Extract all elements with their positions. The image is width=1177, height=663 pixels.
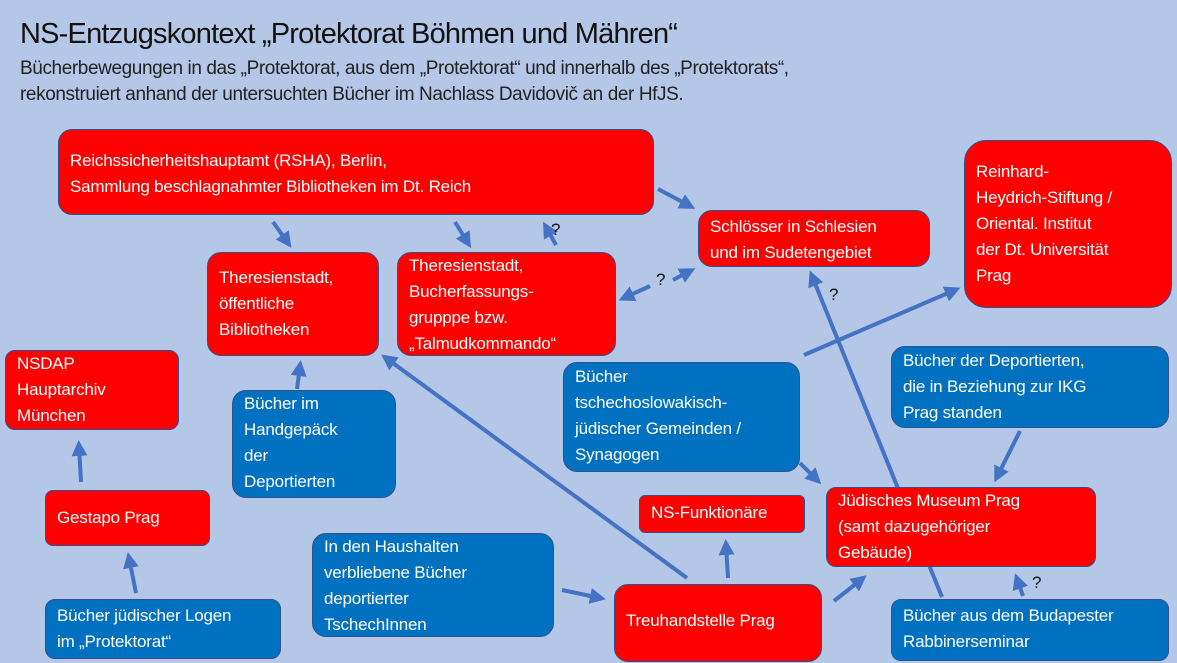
arrow-gemeinden-to-museum [798, 461, 822, 485]
node-text: Treuhandstelle Prag [626, 611, 775, 630]
node-text: im „Protektorat“ [57, 632, 171, 651]
node-text: Deportierten [244, 472, 336, 491]
node-text: TschechInnen [324, 615, 427, 634]
arrow-haushalte-to-treuhand [561, 588, 606, 604]
node-text: (samt dazugehöriger [838, 517, 991, 536]
node-ns-funktionaere: NS-Funktionäre [639, 495, 805, 533]
arrow-rsha-to-talmud [453, 220, 472, 249]
node-text: und im Sudetengebiet [710, 243, 872, 262]
arrow-gestapo-to-nsdap [71, 440, 88, 483]
node-text: Bibliotheken [219, 320, 310, 339]
node-theresienstadt-bibliotheken: Theresienstadt, öffentliche Bibliotheken [207, 252, 379, 356]
node-text: NSDAP [17, 354, 75, 373]
node-text: der Dt. Universität [976, 240, 1109, 259]
node-text: öffentliche [219, 294, 294, 313]
node-text: grupppe bzw. [409, 308, 508, 327]
node-nsdap-hauptarchiv: NSDAP Hauptarchiv München [5, 350, 179, 430]
arrow-talmud-schloesser-left [618, 284, 651, 302]
arrow-budapest-to-museum [1012, 573, 1028, 597]
diagram-title: NS-Entzugskontext „Protektorat Böhmen un… [20, 18, 678, 50]
uncertain-marker: ? [829, 285, 839, 304]
uncertain-marker: ? [656, 270, 666, 289]
arrow-talmud-to-rsha [543, 221, 558, 246]
node-text: verbliebene Bücher [324, 563, 467, 582]
uncertain-marker: ? [1032, 573, 1042, 592]
node-text: Theresienstadt, [219, 268, 334, 287]
arrow-rsha-to-theresienstadt-oeff [271, 220, 292, 248]
node-text: „Talmudkommando“ [409, 334, 557, 353]
node-text: Reichssicherheitshauptamt (RSHA), Berlin… [70, 151, 387, 170]
node-gestapo-prag: Gestapo Prag [45, 490, 210, 546]
arrow-treuhand-to-museum [832, 575, 867, 603]
node-text: tschechoslowakisch- [575, 393, 728, 412]
node-text: NS-Funktionäre [651, 503, 768, 522]
node-text: Hauptarchiv [17, 380, 106, 399]
node-text: Reinhard- [976, 162, 1049, 181]
arrow-gemeinden-to-heydrich [803, 286, 961, 357]
node-text: Gestapo Prag [57, 508, 160, 527]
arrow-ikg-to-museum [994, 430, 1022, 483]
node-theresienstadt-talmudkommando: Theresienstadt, Bucherfassungs- grupppe … [397, 252, 616, 356]
node-text: die in Beziehung zur IKG [903, 377, 1087, 396]
node-budapest-rabbinerseminar: Bücher aus dem Budapester Rabbinersemina… [891, 599, 1169, 661]
arrow-treuhand-to-theresienstadt [381, 354, 689, 580]
node-text: Handgepäck [244, 420, 338, 439]
subtitle-line-2: rekonstruiert anhand der untersuchten Bü… [20, 84, 684, 105]
subtitle-line-1: Bücherbewegungen in das „Protektorat, au… [20, 58, 789, 79]
arrow-rsha-to-schloesser [657, 187, 696, 209]
node-treuhandstelle: Treuhandstelle Prag [614, 584, 822, 662]
node-text: Bücher der Deportierten, [903, 351, 1085, 370]
node-text: Bücher jüdischer Logen [57, 606, 232, 625]
node-text: Prag standen [903, 403, 1002, 422]
node-schloesser: Schlösser in Schlesien und im Sudetengeb… [698, 210, 930, 267]
node-text: Heydrich-Stiftung / [976, 188, 1113, 207]
node-text: Synagogen [575, 445, 660, 464]
node-text: München [17, 406, 86, 425]
node-text: Prag [976, 266, 1012, 285]
node-heydrich-stiftung: Reinhard- Heydrich-Stiftung / Oriental. … [964, 140, 1172, 308]
node-text: Schlösser in Schlesien [710, 217, 877, 236]
node-text: der [244, 446, 268, 465]
node-text: Bücher [575, 367, 628, 386]
node-text: jüdischer Gemeinden / [575, 419, 741, 438]
node-text: Sammlung beschlagnahmter Bibliotheken im… [70, 177, 472, 196]
node-text: deportierter [324, 589, 409, 608]
node-text: Theresienstadt, [409, 256, 524, 275]
node-ikg-deportierte: Bücher der Deportierten, die in Beziehun… [891, 346, 1169, 428]
node-handgepaeck: Bücher im Handgepäck der Deportierten [232, 390, 396, 498]
node-gemeinden-synagogen: Bücher tschechoslowakisch- jüdischer Gem… [563, 362, 800, 472]
node-text: Jüdisches Museum Prag [838, 491, 1020, 510]
arrow-talmud-schloesser-right [672, 268, 696, 283]
node-text: Bücher im [244, 394, 319, 413]
uncertain-marker: ? [551, 220, 561, 239]
node-haushalte: In den Haushalten verbliebene Bücher dep… [312, 533, 554, 637]
node-rsha: Reichssicherheitshauptamt (RSHA), Berlin… [58, 129, 654, 215]
node-text: Oriental. Institut [976, 214, 1092, 233]
node-text: In den Haushalten [324, 537, 459, 556]
node-text: Rabbinerseminar [903, 632, 1030, 651]
arrow-logen-to-gestapo [123, 552, 139, 594]
arrow-treuhand-to-funktionaere [718, 539, 735, 579]
node-logen: Bücher jüdischer Logen im „Protektorat“ [45, 599, 281, 659]
node-text: Bucherfassungs- [409, 282, 534, 301]
arrow-handgepaeck-to-theresienstadt [290, 360, 307, 390]
node-juedisches-museum: Jüdisches Museum Prag (samt dazugehörige… [826, 487, 1096, 567]
node-text: Gebäude) [838, 543, 913, 562]
node-text: Bücher aus dem Budapester [903, 606, 1114, 625]
